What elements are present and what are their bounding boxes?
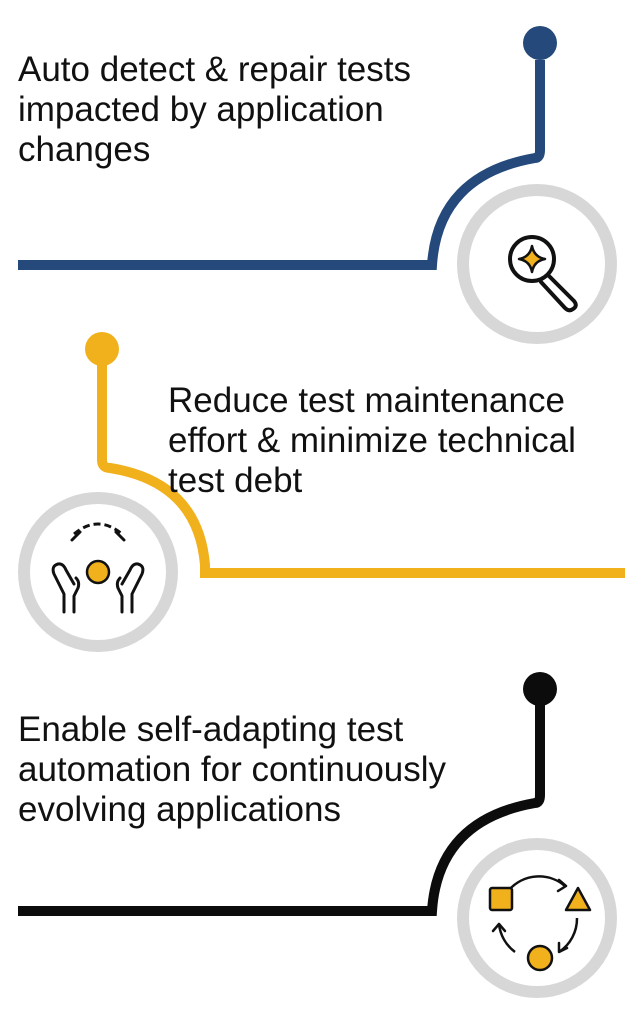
hands-gear-icon [51,522,145,614]
connector-line-blue [18,60,545,270]
connector-line-yellow [97,362,625,578]
feature-text-detect-repair: Auto detect & repair tests impacted by a… [18,50,411,169]
icon-badge-detect [457,184,617,344]
connector-dot-blue [523,26,557,60]
feature-text-self-adapting: Enable self-adapting test automation for… [18,710,447,829]
feature-text-reduce-maintenance: Reduce test maintenance effort & minimiz… [168,381,576,500]
icon-badge-adapting [457,838,617,998]
icon-badge-maintenance [18,492,178,652]
magnify-spark-icon [508,235,578,313]
connector-dot-black [523,672,557,706]
connector-dot-yellow [85,332,119,366]
connector-line-black [18,705,545,916]
shapes-cycle-icon [488,875,592,972]
